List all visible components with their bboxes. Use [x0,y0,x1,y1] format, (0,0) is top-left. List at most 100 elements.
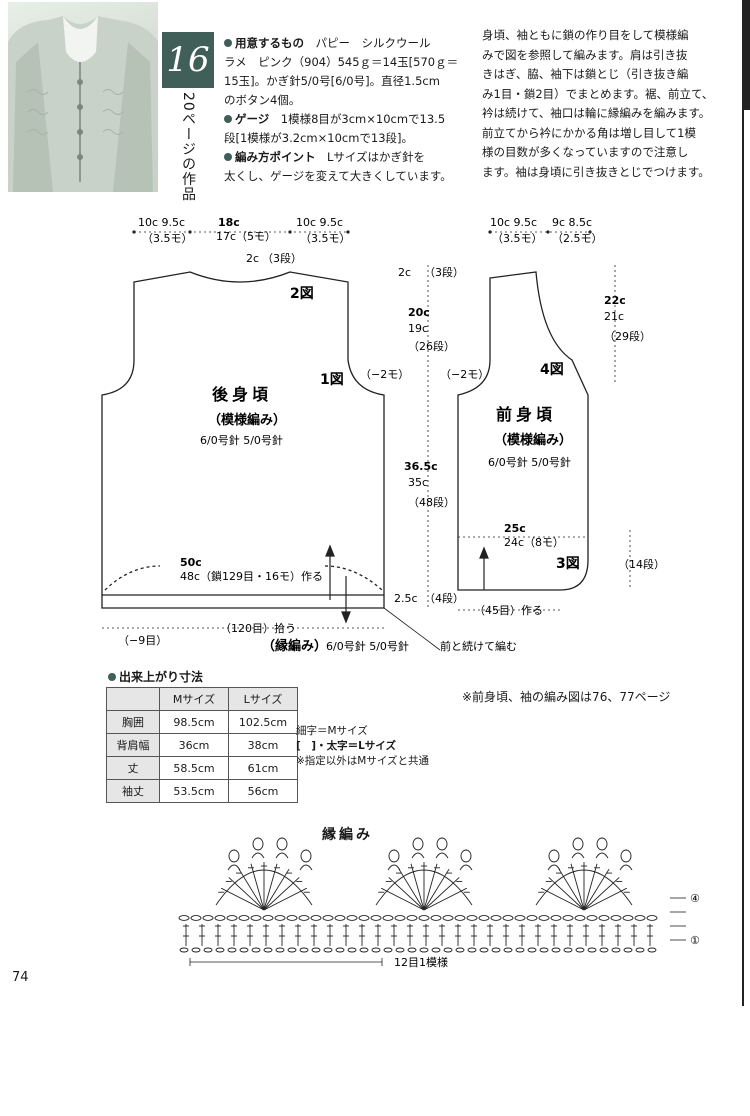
picot-arc [571,852,585,859]
chain-stitch [406,915,418,921]
table-row: 丈 58.5cm 61cm [106,756,298,780]
materials-line: のボタン4個。 [224,93,301,107]
back-edge-needles: 6/0号針 5/0号針 [326,639,409,653]
chain-stitch [490,915,502,921]
table-row: 袖丈 53.5cm 56cm [106,779,298,803]
chain-stitch [502,915,514,921]
chain-stitch [550,915,562,921]
page-edge-gap [744,110,750,1116]
foundation-chain [203,947,213,953]
points-label: 編み方ポイント [235,150,316,164]
instruction-line: 様の目数が多くなっていますので注意し [482,145,689,159]
picot-loop [460,849,472,863]
foundation-chain [239,947,249,953]
m-value: 98.5cm [159,710,229,734]
instruction-line: み1目・鎖2目）でまとめます。裾、前立て、 [482,86,714,101]
chain-stitch [370,915,382,921]
back-continue-note: 前と続けて編む [440,639,517,653]
foundation-chain [503,947,513,953]
instruction-line: 身頃、袖ともに鎖の作り目をして模様編 [482,28,689,42]
fan-stitch [583,877,620,911]
instruction-line: みで図を参照して編みます。肩は引き抜 [482,47,688,62]
instructions-text: 身頃、袖ともに鎖の作り目をして模様編 みで図を参照して編みます。肩は引き抜 きは… [482,26,722,182]
chain-stitch [322,915,334,921]
edge-chart-title: 縁編み [322,827,373,843]
fan-stitch [423,877,460,911]
side-body-l: 35c [408,476,428,489]
back-pickup-mid: （120目）拾う [220,621,296,635]
l-value: 61cm [228,756,298,780]
fan-stitch [228,877,265,911]
legend-line: 細字＝Mサイズ [296,725,368,737]
front-neck-m: 22c [604,294,626,307]
side-neck-drop-rows: （3段） [424,265,464,279]
front-neck-l: 21c [604,310,624,323]
chain-stitch [466,915,478,921]
garment-photo [8,2,158,192]
back-stitch: （模様編み） [208,412,286,428]
foundation-chain [431,947,441,953]
fan-outline [215,869,313,906]
foundation-chain [227,947,237,953]
chain-stitch [274,915,286,921]
chain-stitch [358,915,370,921]
front-top-left-m: 10c 9.5c [490,216,537,229]
back-armhole-dec: （−2モ） [360,368,409,381]
foundation-chain [251,947,261,953]
table-header-cell: Mサイズ [159,687,229,711]
foundation-chain [191,947,201,953]
back-needles: 6/0号針 5/0号針 [200,433,283,447]
front-fig-shoulder: 4図 [540,362,564,378]
chain-stitch [442,915,454,921]
front-width-l: 24c（8モ） [504,536,564,549]
foundation-chain [611,947,621,953]
back-top-right-l: （3.5モ） [300,232,351,245]
foundation-chain [311,947,321,953]
back-top-mid-l: 17c（5モ） [216,230,276,243]
picot-loop [228,849,240,863]
foundation-chain [395,947,405,953]
picot-loop [596,837,608,851]
edge-row-4: ④ [690,892,700,905]
materials-line: 15玉]。かぎ針5/0号[6/0号]。直径1.5cm [224,74,440,88]
chain-stitch [178,915,190,921]
chain-stitch [562,915,574,921]
edge-chart [178,837,658,953]
foundation-chain [359,947,369,953]
picot-arc [619,864,633,871]
sizes-table: Mサイズ Lサイズ 胸囲 98.5cm 102.5cm 背肩幅 36cm 38c… [106,687,298,803]
fan-stitch [558,868,585,911]
chain-stitch [238,915,250,921]
fan-stitch [423,887,467,911]
size-legend: 細字＝Mサイズ [ ]・太字＝Lサイズ ※指定以外はMサイズと共通 [296,724,429,769]
chain-stitch [622,915,634,921]
chain-stitch [634,915,646,921]
materials-line: ラメ ピンク（904）545ｇ＝14玉[570ｇ＝ [224,55,459,69]
foundation-chain [347,947,357,953]
m-value: 53.5cm [159,779,229,803]
foundation-chain [551,947,561,953]
chain-stitch [478,915,490,921]
table-row: 胸囲 98.5cm 102.5cm [106,710,298,734]
foundation-chain [275,947,285,953]
foundation-chain [635,947,645,953]
instruction-line: 衿は続けて、袖口は輪に縁編みを編みます。 [482,106,711,120]
table-header-row: Mサイズ Lサイズ [106,687,298,711]
page-reference: 20ページの作品 [180,92,196,202]
fan-stitch [388,877,425,911]
picot-arc [595,852,609,859]
chain-stitch [346,915,358,921]
fan-outline [535,869,633,906]
picot-loop [388,849,400,863]
foundation-chain [587,947,597,953]
chain-stitch [382,915,394,921]
materials-block: 用意するもの パピー シルクウール ラメ ピンク（904）545ｇ＝14玉[57… [224,34,474,186]
front-top-right-m: 9c 8.5c [552,216,592,229]
foundation-chain [467,947,477,953]
fan-stitch [238,868,265,911]
instruction-line: きはぎ、脇、袖下は鎖とじ（引き抜き編 [482,67,689,81]
instruction-line: ます。袖は身頃に引き抜きとじでつけます。 [482,164,710,179]
table-header-cell: Lサイズ [228,687,298,711]
foundation-chain [491,947,501,953]
edge-repeat-label: 12目1模様 [394,955,448,969]
